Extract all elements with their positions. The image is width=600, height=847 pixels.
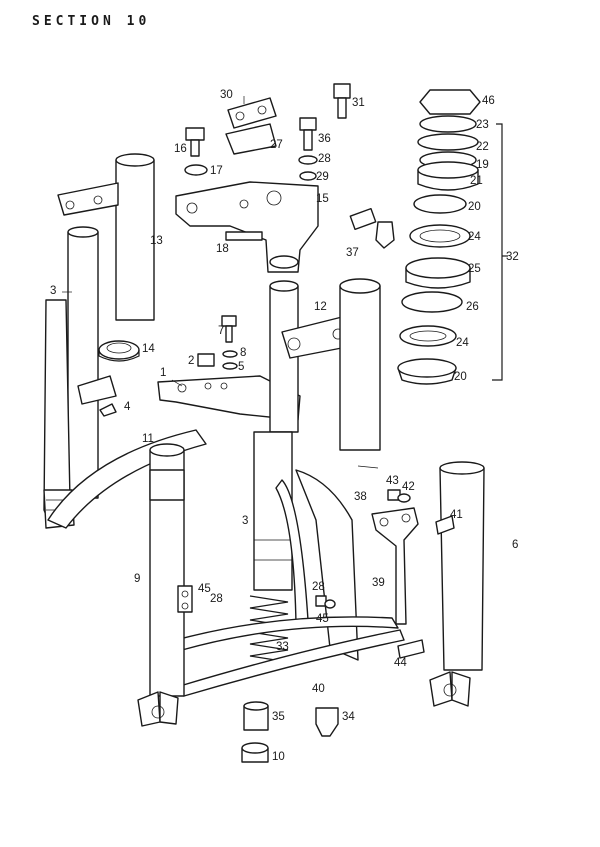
label-part-27: 27 <box>270 139 283 151</box>
label-part-29: 29 <box>316 171 329 183</box>
steering-stem <box>253 280 299 591</box>
label-part-28-upper: 28 <box>318 153 331 165</box>
label-part-5: 5 <box>238 361 244 373</box>
label-part-39: 39 <box>372 577 385 589</box>
label-part-3-left: 3 <box>50 285 56 297</box>
lower-yoke <box>157 375 301 421</box>
label-part-21: 21 <box>470 175 483 187</box>
bolt-44 <box>397 639 425 659</box>
label-part-24-upper: 24 <box>468 231 481 243</box>
damper-35 <box>243 701 269 731</box>
label-part-22: 22 <box>476 141 489 153</box>
label-part-7: 7 <box>218 325 224 337</box>
label-part-3-centre: 3 <box>242 515 248 527</box>
fork-crossbar <box>175 616 405 697</box>
label-part-1: 1 <box>160 367 166 379</box>
label-part-14: 14 <box>142 343 155 355</box>
studs-45 <box>177 585 336 613</box>
label-part-45-right: 45 <box>316 613 329 625</box>
label-part-30: 30 <box>220 89 233 101</box>
label-part-35: 35 <box>272 711 285 723</box>
fork-leg-left-lower <box>137 443 185 727</box>
fork-lower-left <box>57 153 155 321</box>
washer-set <box>222 350 238 370</box>
nut-2 <box>197 353 215 367</box>
label-part-4: 4 <box>124 401 131 413</box>
label-part-31: 31 <box>352 97 365 109</box>
label-part-25: 25 <box>468 263 481 275</box>
bolt-7 <box>221 315 237 343</box>
label-part-33: 33 <box>276 641 289 653</box>
fork-seal <box>98 340 140 362</box>
label-part-36: 36 <box>318 133 331 145</box>
headlamp-bracket <box>281 278 381 451</box>
part-labels: 1 2 3 3 4 5 6 7 8 9 10 11 12 13 14 15 16… <box>50 89 519 763</box>
label-part-19: 19 <box>476 159 489 171</box>
label-part-6: 6 <box>512 539 518 551</box>
label-part-46: 46 <box>482 95 495 107</box>
label-part-34: 34 <box>342 711 355 723</box>
leader-lines <box>62 96 379 469</box>
label-part-8: 8 <box>240 347 246 359</box>
label-part-40: 40 <box>312 683 325 695</box>
handlebar-clamp <box>225 97 277 155</box>
label-part-20-upper: 20 <box>468 201 481 213</box>
bolt-36 <box>298 117 318 181</box>
label-part-16: 16 <box>174 143 187 155</box>
locating-pin <box>225 231 263 241</box>
section-heading: SECTION 10 <box>32 14 151 29</box>
label-part-28-mid: 28 <box>312 581 325 593</box>
label-part-2: 2 <box>188 355 194 367</box>
label-part-13: 13 <box>150 235 163 247</box>
label-part-26: 26 <box>466 301 479 313</box>
label-part-20-lower: 20 <box>454 371 467 383</box>
label-part-38: 38 <box>354 491 367 503</box>
clip-bracket <box>77 375 117 417</box>
label-part-12: 12 <box>314 301 327 313</box>
upper-yoke <box>175 181 319 273</box>
label-part-44: 44 <box>394 657 407 669</box>
label-part-17: 17 <box>210 165 223 177</box>
shield-bracket <box>371 507 419 625</box>
label-part-11: 11 <box>142 433 154 445</box>
label-part-24-lower: 24 <box>456 337 469 349</box>
label-part-28-left: 28 <box>210 593 223 605</box>
label-part-37: 37 <box>346 247 359 259</box>
label-part-23: 23 <box>476 119 489 131</box>
nut-34 <box>315 707 339 737</box>
steering-lock-key <box>349 207 395 249</box>
label-part-41: 41 <box>450 509 463 521</box>
label-part-18: 18 <box>216 243 229 255</box>
label-part-45-left: 45 <box>198 583 211 595</box>
label-part-9: 9 <box>134 573 140 585</box>
label-part-42: 42 <box>402 481 415 493</box>
washer-42 <box>397 493 411 503</box>
clamp-bolt-16 <box>184 127 208 176</box>
label-part-15: 15 <box>316 193 329 205</box>
fork-leg-right <box>429 461 485 707</box>
bush-10 <box>241 742 269 763</box>
allen-bolt-31 <box>333 83 351 119</box>
label-part-43: 43 <box>386 475 399 487</box>
bolt-41 <box>435 515 455 535</box>
label-part-32: 32 <box>506 251 519 263</box>
bracket-32 <box>492 123 508 381</box>
bearing-stack <box>397 89 481 385</box>
label-part-10: 10 <box>272 751 285 763</box>
